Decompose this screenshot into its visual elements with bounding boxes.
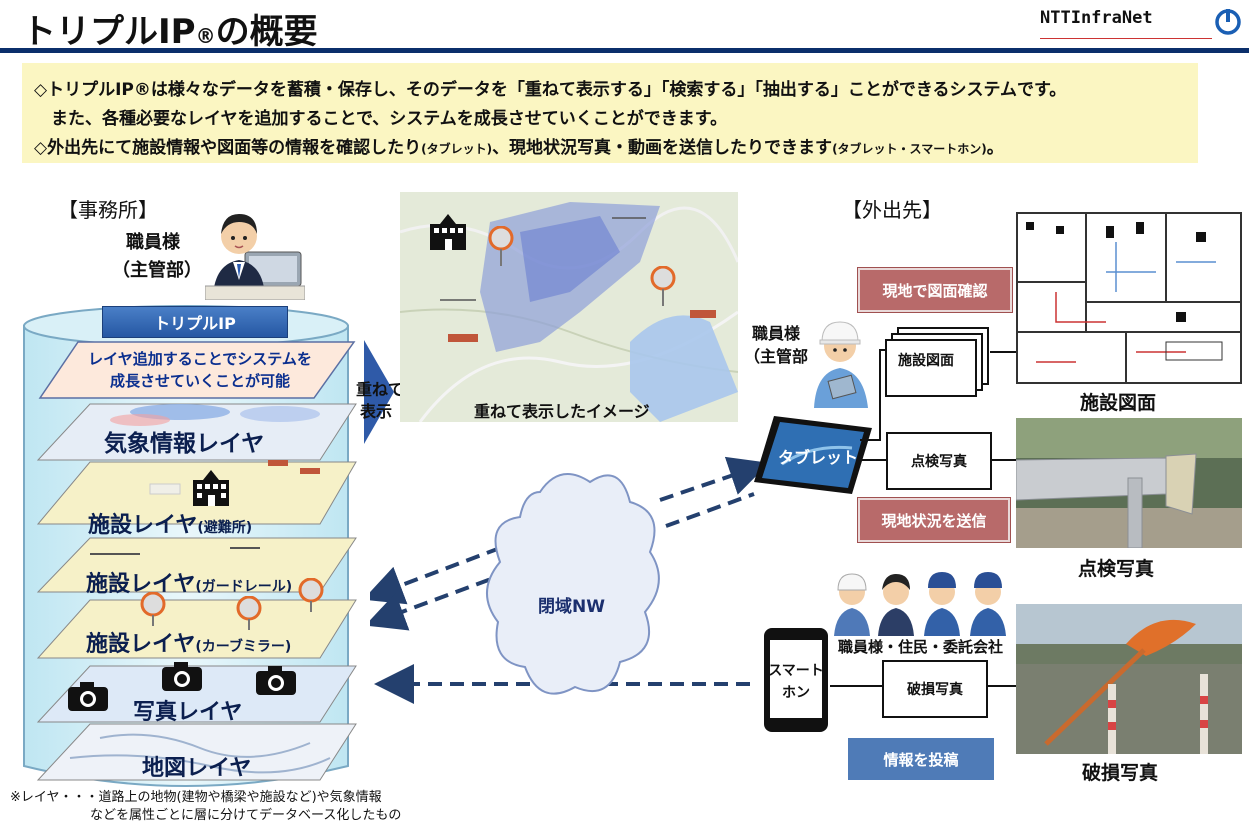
overlay-arrow-shape: [364, 340, 394, 444]
field-dept-label: （主管部: [744, 347, 809, 366]
summary-line-3-end: 。: [986, 138, 1004, 158]
camera-icon-1: [162, 662, 202, 691]
layer-footnote-1: ※レイヤ・・・道路上の地物(建物や橋梁や施設など)や気象情報: [10, 790, 382, 805]
closed-network-cloud: [486, 473, 660, 695]
layer-footnote-2: などを属性ごとに層に分けてデータベース化したもの: [90, 808, 402, 823]
office-worker-icon: [205, 214, 305, 300]
people-group-label: 職員様・住民・委託会社: [838, 638, 1004, 656]
curve-mirror-icon-3: [236, 596, 262, 630]
summary-line-3-mid: 、現地状況写真・動画を送信したりできます: [492, 138, 833, 158]
network-label: 閉域NW: [538, 597, 605, 617]
summary-line-3-main: ◇外出先にて施設情報や図面等の情報を確認したり: [34, 138, 422, 158]
damage-photo-caption: 破損写真: [1082, 762, 1159, 784]
office-staff-label: 職員様: [126, 232, 180, 253]
layer-map-label: 地図レイヤ: [142, 756, 252, 781]
curve-mirror-icon-1: [298, 578, 324, 612]
map-mirror-icon-1: [488, 226, 514, 266]
damage-photo-box: 破損写真: [882, 660, 988, 718]
post-info-button[interactable]: 情報を投稿: [848, 738, 994, 780]
camera-icon-3: [68, 682, 108, 711]
smartphone-icon[interactable]: [762, 626, 830, 734]
facility-drawing-doc-label: 施設図面: [898, 353, 954, 369]
tablet-icon[interactable]: [752, 414, 874, 496]
title-reg-mark: ®: [195, 24, 216, 48]
summary-line-3: ◇外出先にて施設情報や図面等の情報を確認したり(タブレット)、現地状況写真・動画…: [34, 133, 1004, 158]
summary-line-3-sub2: (タブレット・スマートホン): [832, 142, 987, 156]
phone-connectors: [830, 685, 1016, 687]
title-tail: の概要: [215, 12, 318, 52]
smartphone-label-2: ホン: [782, 685, 810, 701]
header: トリプルIP®の概要 NTTInfraNet: [0, 0, 1249, 53]
brand-underline: [1040, 38, 1212, 39]
overlay-arrow-text-2: 表示: [360, 402, 393, 421]
field-staff-label: 職員様: [752, 324, 801, 343]
field-worker-icon: [814, 321, 868, 408]
damage-photo-image: [1016, 604, 1242, 754]
inspection-photo-image: [1016, 418, 1242, 548]
field-drawing-check-button[interactable]: 現地で図面確認: [858, 268, 1012, 312]
overlay-image-caption: 重ねて表示したイメージ: [474, 402, 650, 421]
office-section-label: 【事務所】: [58, 198, 158, 222]
field-status-send-button[interactable]: 現地状況を送信: [858, 498, 1010, 542]
layer-guardrail-label: 施設レイヤ(ガードレール): [86, 572, 293, 597]
header-rule: [0, 48, 1249, 53]
layer-stack-graphic: [36, 403, 357, 781]
layer-mirror-label: 施設レイヤ(カーブミラー): [86, 632, 292, 657]
map-school-icon: [430, 214, 466, 250]
people-group-icon: [834, 572, 1006, 636]
camera-icon-2: [256, 666, 296, 695]
facility-floorplan-image: [1016, 212, 1242, 384]
facility-drawing-caption: 施設図面: [1080, 392, 1157, 414]
school-building-icon: [193, 470, 229, 506]
layer-shelter-label: 施設レイヤ(避難所): [88, 513, 253, 538]
inspection-photo-caption: 点検写真: [1078, 558, 1155, 580]
triple-ip-label: トリプルIP: [102, 306, 288, 338]
layer-photo-label: 写真レイヤ: [133, 700, 243, 725]
growth-panel-shape: [38, 341, 356, 399]
field-section-label: 【外出先】: [842, 198, 942, 222]
brand-name: NTTInfraNet: [1040, 8, 1153, 28]
growth-text-1: レイヤ追加することでシステムを: [88, 350, 312, 368]
smartphone-label-1: スマート: [768, 663, 824, 679]
summary-box: ◇トリプルIP®は様々なデータを蓄積・保存し、そのデータを「重ねて表示する」「検…: [22, 63, 1198, 163]
overlay-arrow-text-1: 重ねて: [356, 380, 405, 399]
summary-line-2: また、各種必要なレイヤを追加することで、システムを成長させていくことができます。: [34, 109, 728, 129]
inspection-photo-box: 点検写真: [886, 432, 992, 490]
summary-line-1: ◇トリプルIP®は様々なデータを蓄積・保存し、そのデータを「重ねて表示する」「検…: [34, 80, 1067, 100]
growth-text-2: 成長させていくことが可能: [109, 372, 290, 390]
office-dept-label: （主管部）: [112, 260, 202, 281]
tablet-label: タブレット: [778, 448, 859, 467]
ntt-logo-icon: [1215, 9, 1241, 35]
layer-weather-label: 気象情報レイヤ: [104, 431, 265, 457]
facility-drawing-doc-icon: [885, 327, 989, 397]
map-mirror-icon-2: [650, 266, 676, 306]
curve-mirror-icon-2: [140, 592, 166, 626]
summary-line-3-sub1: (タブレット): [421, 142, 493, 156]
page-title: トリプルIP®の概要: [22, 4, 318, 53]
title-main: トリプルIP: [22, 12, 196, 52]
